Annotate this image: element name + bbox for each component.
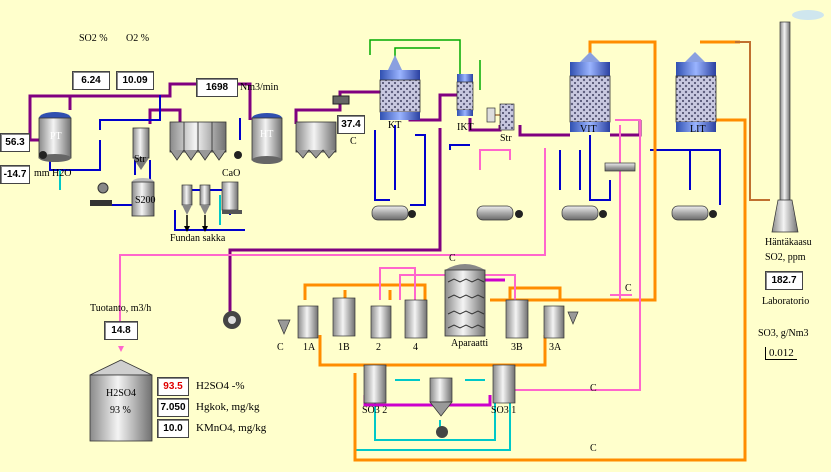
o2-value: 10.09 bbox=[116, 71, 154, 90]
hantakaasu-label: Häntäkaasu bbox=[765, 237, 812, 248]
horizontal-tanks bbox=[371, 205, 717, 221]
c-label-bottom: C bbox=[590, 443, 597, 454]
filter-small bbox=[277, 319, 291, 335]
tail-gas-line bbox=[735, 41, 770, 201]
blower-4-label: 4 bbox=[413, 342, 418, 353]
ht-tank bbox=[251, 113, 283, 164]
cao-label: CaO bbox=[222, 168, 241, 179]
str-left-vessel bbox=[132, 127, 150, 170]
green-line bbox=[369, 39, 481, 90]
blower-2-label: 2 bbox=[376, 342, 381, 353]
ikt-label: IKT bbox=[457, 122, 474, 133]
str-mid-vessel bbox=[486, 103, 515, 131]
blower-1b-label: 1B bbox=[338, 342, 350, 353]
vit-tower bbox=[569, 52, 611, 132]
tuotanto-value: 14.8 bbox=[104, 321, 138, 340]
h2so4-unit-label: H2SO4 -% bbox=[196, 380, 245, 392]
blower-3a-label: 3A bbox=[549, 342, 562, 353]
s200-tank bbox=[131, 178, 155, 217]
kt-tower bbox=[379, 55, 421, 120]
kt-sensor bbox=[332, 95, 350, 105]
lit-tower bbox=[675, 52, 717, 132]
motor-icon bbox=[90, 182, 112, 206]
main-fan-icon bbox=[223, 311, 241, 329]
orange-line bbox=[303, 40, 747, 462]
exchanger-row bbox=[297, 297, 579, 339]
c-label-right: C bbox=[625, 283, 632, 294]
flow-value: 1698 bbox=[196, 78, 238, 97]
so2-value: 6.24 bbox=[72, 71, 110, 90]
lit-label: LIT bbox=[690, 124, 706, 135]
c-label-kt: C bbox=[350, 136, 357, 147]
c-label-mid: C bbox=[590, 383, 597, 394]
flow-unit-label: Nm3/min bbox=[240, 82, 279, 93]
stack bbox=[771, 10, 824, 233]
o2-label: O2 % bbox=[126, 33, 150, 44]
aparaatti-converter bbox=[444, 264, 486, 337]
so3-unit-label: SO3, g/Nm3 bbox=[758, 328, 809, 339]
so3-1-label: SO3 1 bbox=[491, 405, 517, 416]
kmno4-value: 10.0 bbox=[157, 419, 189, 438]
c-label-top: C bbox=[449, 253, 456, 264]
cao-silo bbox=[221, 181, 242, 214]
blower-3b-label: 3B bbox=[511, 342, 523, 353]
hgkok-value: 7.050 bbox=[157, 398, 189, 417]
so2-ppm-label: SO2, ppm bbox=[765, 252, 806, 263]
str-left-label: Str bbox=[134, 154, 146, 165]
mmh2o-label: mm H2O bbox=[34, 168, 72, 179]
pump-icon bbox=[234, 151, 242, 159]
kt-value: 37.4 bbox=[337, 115, 365, 134]
so2-ppm-value: 182.7 bbox=[765, 271, 803, 290]
so3-2-label: SO3 2 bbox=[362, 405, 388, 416]
pressure-top-value: 56.3 bbox=[0, 133, 30, 152]
filter-bank-right bbox=[295, 121, 337, 159]
s200-label: S200 bbox=[135, 195, 156, 206]
filter-bank-left bbox=[169, 121, 227, 161]
blower-1a-label: 1A bbox=[303, 342, 316, 353]
kt-label: KT bbox=[388, 120, 402, 131]
gas-line bbox=[28, 82, 642, 320]
so3-absorbers bbox=[363, 364, 516, 438]
pink-line bbox=[119, 119, 641, 391]
c-label-fan: C bbox=[277, 342, 284, 353]
laboratorio-label: Laboratorio bbox=[762, 296, 810, 307]
aparaatti-label: Aparaatti bbox=[451, 338, 489, 349]
ikt-tower bbox=[456, 74, 474, 116]
kmno4-unit-label: KMnO4, mg/kg bbox=[196, 422, 267, 434]
heat-exchanger bbox=[604, 162, 636, 172]
tuotanto-label: Tuotanto, m3/h bbox=[90, 303, 152, 314]
h2so4-value: 93.5 bbox=[157, 377, 189, 396]
pressure-bottom-value: -14.7 bbox=[0, 165, 30, 184]
h2so4-tank-label: H2SO4 bbox=[106, 388, 137, 399]
so3-value: 0.012 bbox=[765, 347, 797, 360]
fundan-separators bbox=[181, 184, 211, 232]
h2so4-tank bbox=[89, 346, 153, 442]
pt-label: PT bbox=[50, 131, 62, 142]
ht-label: HT bbox=[260, 129, 274, 140]
vit-label: VIT bbox=[580, 124, 597, 135]
so2-label: SO2 % bbox=[79, 33, 108, 44]
pressure-gauge-icon bbox=[39, 151, 47, 159]
tank-pct-label: 93 % bbox=[110, 405, 131, 416]
fundan-sakka-label: Fundan sakka bbox=[170, 233, 226, 244]
str-mid-label: Str bbox=[500, 133, 512, 144]
hgkok-unit-label: Hgkok, mg/kg bbox=[196, 401, 260, 413]
